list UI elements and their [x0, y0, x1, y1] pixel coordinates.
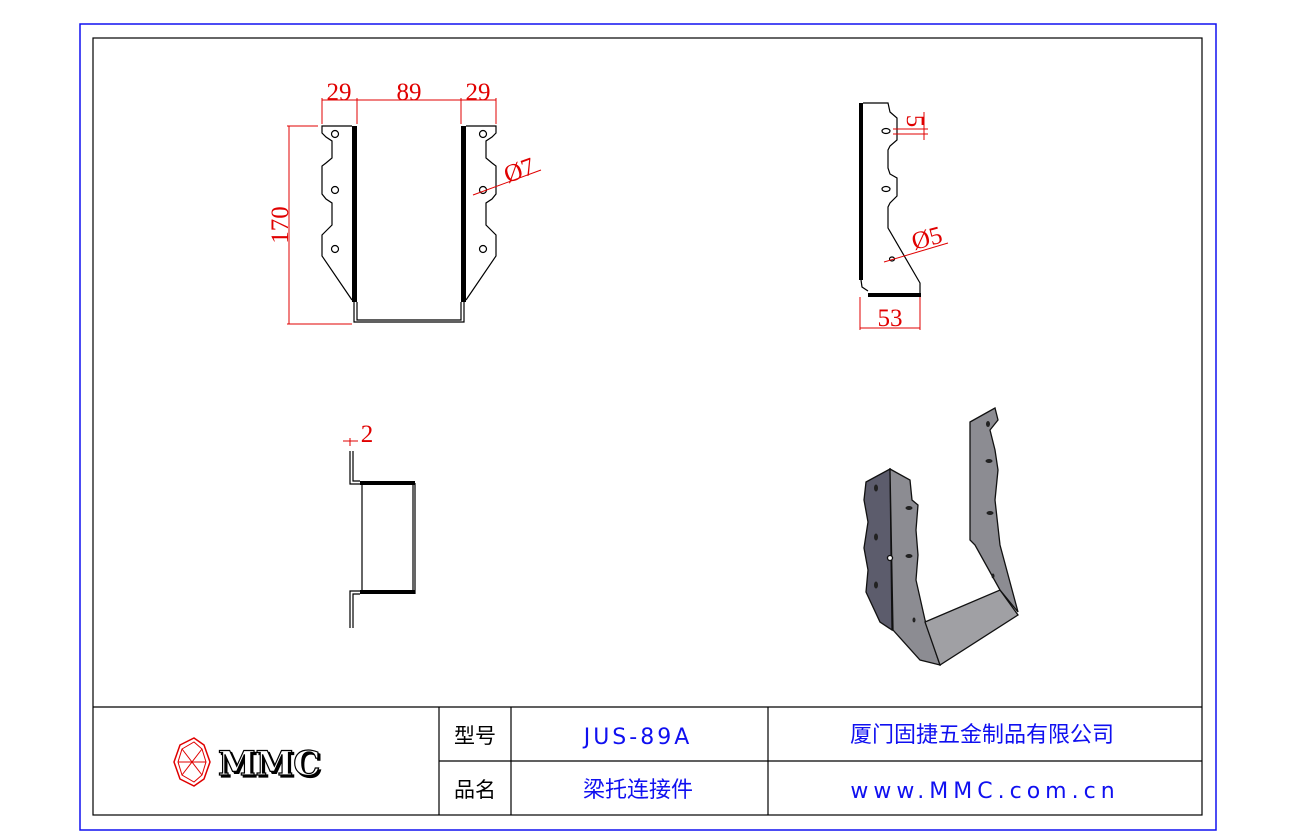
outer-border	[79, 23, 1217, 831]
top-view: 2	[343, 421, 416, 628]
dim-left-flange: 29	[327, 79, 352, 106]
mmc-logo: MMC	[173, 737, 321, 787]
model-label: 型号	[454, 724, 496, 748]
name-value: 梁托连接件	[583, 778, 693, 803]
dim-hole-offset: 5	[901, 115, 928, 128]
website[interactable]: www.MMC.com.cn	[850, 779, 1119, 804]
company-name: 厦门固捷五金制品有限公司	[850, 723, 1114, 748]
dim-depth: 53	[878, 305, 903, 332]
dim-right-flange: 29	[466, 79, 491, 106]
title-block: MMC 型号 JUS-89A 厦门固捷五金制品有限公司 品名 梁托连接件 www…	[93, 706, 1202, 815]
logo-text: MMC	[218, 744, 320, 784]
name-label: 品名	[454, 778, 496, 802]
dim-hole-dia: Ø7	[500, 153, 538, 189]
isometric-view	[863, 407, 1019, 666]
inner-border	[92, 37, 1203, 816]
dim-width: 89	[397, 79, 422, 106]
front-view: 29 89 29 170 Ø7	[267, 79, 542, 325]
dim-side-hole-dia: Ø5	[909, 222, 946, 256]
dim-thickness: 2	[361, 421, 374, 448]
model-value: JUS-89A	[582, 725, 693, 750]
side-view: 5 Ø5 53	[859, 102, 949, 332]
dim-height: 170	[267, 206, 294, 244]
